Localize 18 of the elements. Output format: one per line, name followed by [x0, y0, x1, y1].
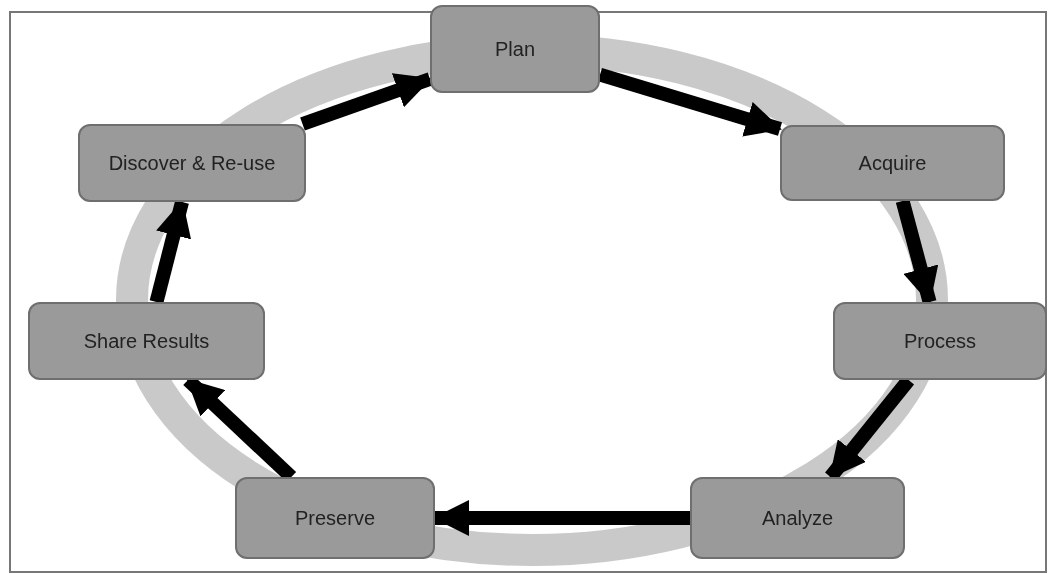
process-box: [235, 477, 435, 559]
process-box: [78, 124, 306, 202]
step-label: Share Results: [83, 328, 210, 354]
step-label: Plan: [495, 36, 535, 62]
process-box: [430, 5, 600, 93]
process-box: [690, 477, 905, 559]
arrow: [598, 67, 783, 137]
process-box: [833, 302, 1047, 380]
arrow: [895, 199, 939, 304]
step-label: Preserve: [295, 505, 375, 531]
step-label: Process: [903, 328, 977, 354]
process-box: [28, 302, 265, 380]
process-box: [780, 125, 1005, 201]
step-label: Discover & Re-use: [108, 150, 276, 176]
step-label: Analyze: [761, 505, 834, 531]
arrow: [300, 72, 433, 131]
arrow: [433, 500, 690, 536]
step-label: Acquire: [858, 150, 927, 176]
